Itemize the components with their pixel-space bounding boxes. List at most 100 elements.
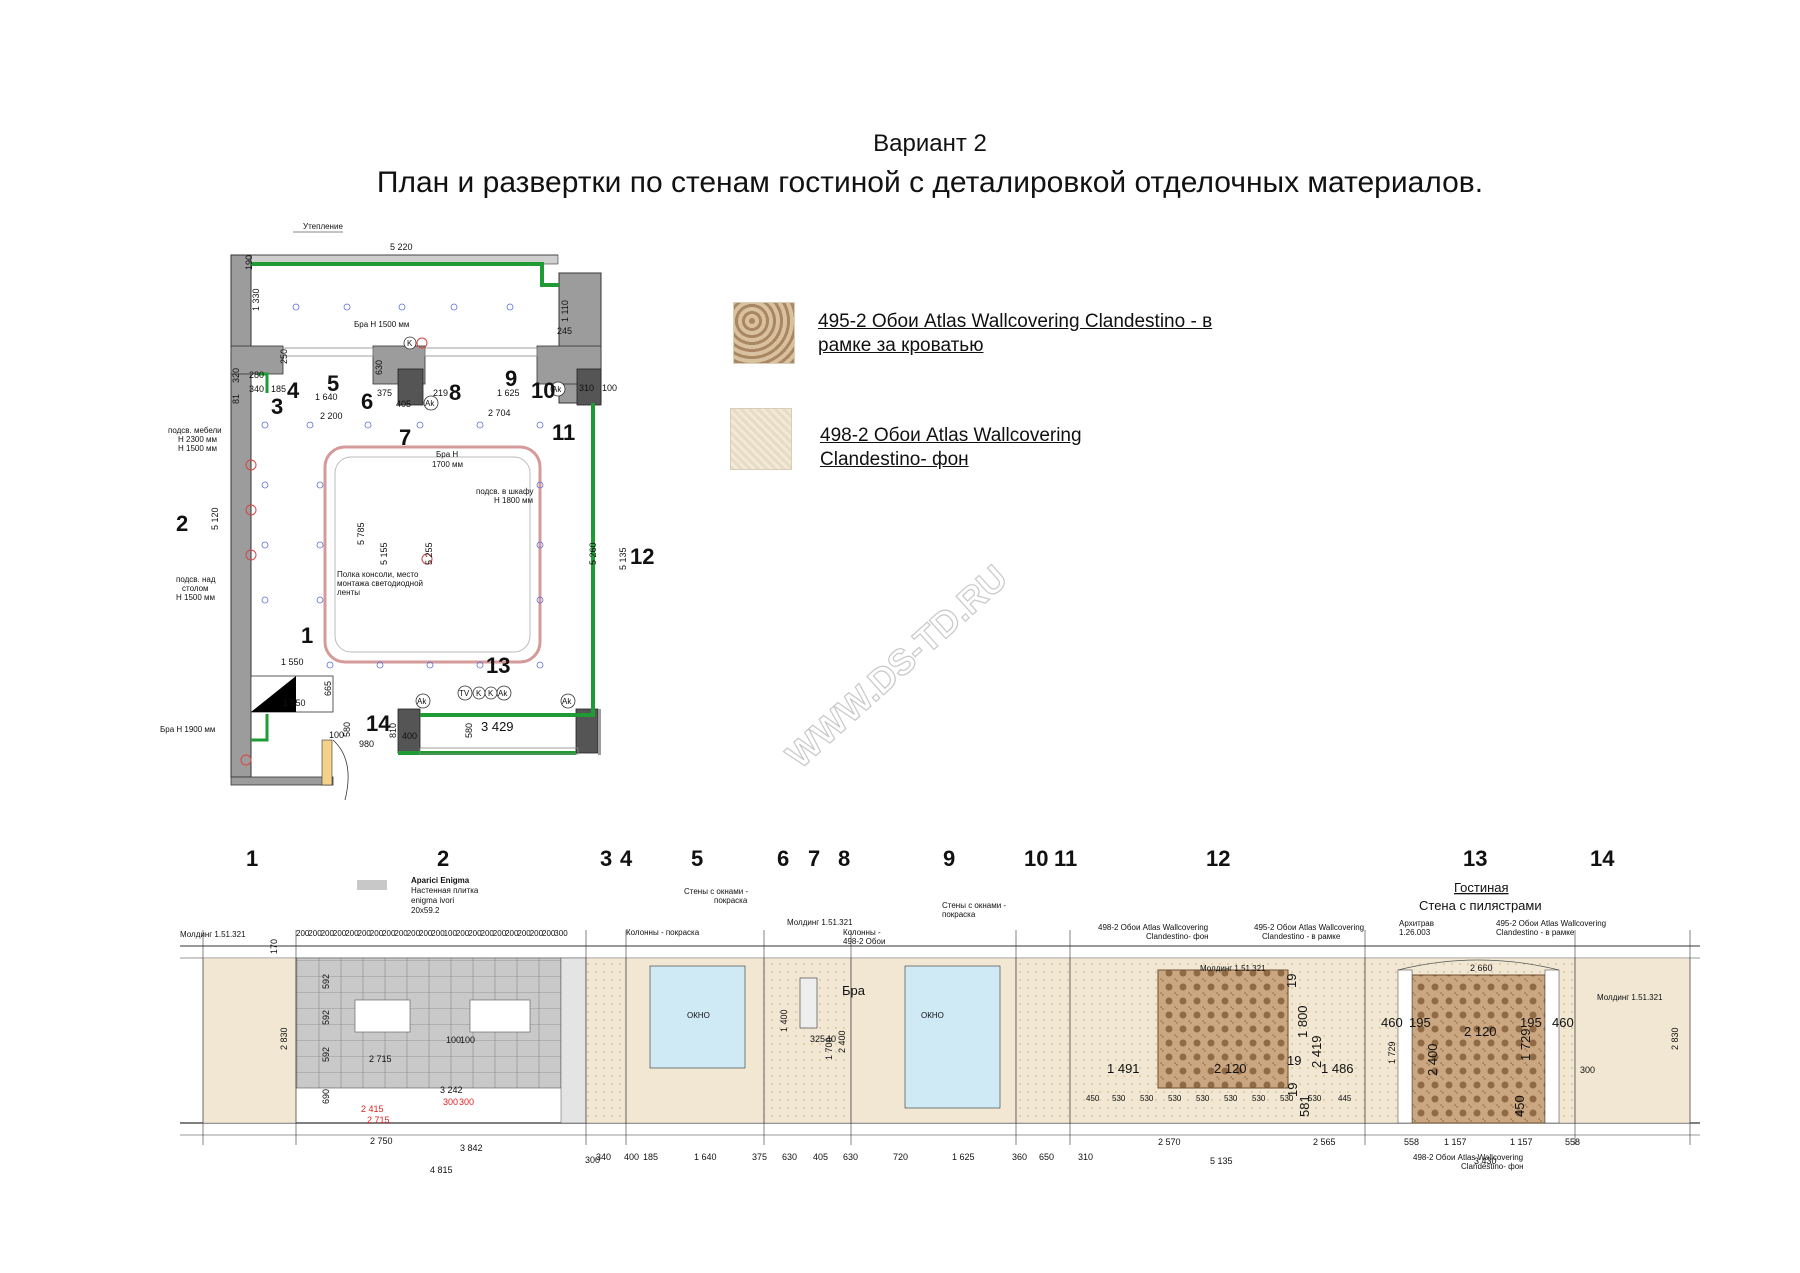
elev-w13-2400: 2 400 (1425, 1043, 1440, 1076)
elev-dim-592a: 592 (321, 974, 331, 989)
elev-dim-100a: 100 (446, 1035, 461, 1045)
svg-text:Ak: Ak (417, 697, 427, 706)
elev-tile-dim: 200 (308, 929, 322, 938)
plan-dim-185: 185 (271, 384, 286, 394)
plan-dim-100b: 100 (329, 730, 344, 740)
plan-dim-580b: 580 (464, 723, 474, 738)
plan-window-1 (282, 347, 374, 357)
legend-text-background: 498-2 Обои Atlas Wallcovering Clandestin… (820, 425, 1082, 470)
plan-dim-5155: 5 155 (379, 542, 389, 565)
elev-num-12: 12 (1206, 846, 1230, 871)
plan-dim-980: 980 (359, 739, 374, 749)
elev-bottom-dim-b400: 400 (624, 1152, 639, 1162)
elev-w13-2120: 2 120 (1464, 1024, 1497, 1039)
elev-w12-panel-dim: 530 (1168, 1094, 1182, 1103)
elev-dim-100b: 100 (460, 1035, 475, 1045)
plan-green-top (251, 262, 559, 287)
elev-tile-dim: 200 (542, 929, 556, 938)
elev-tile-swatch (357, 880, 387, 890)
elev-dim-2830-right: 2 830 (1670, 1027, 1680, 1050)
plan-wall-num-1: 1 (301, 623, 313, 648)
elev-tile-dim: 200 (370, 929, 384, 938)
elev-tile-dim: 200 (517, 929, 531, 938)
elev-dim-592b: 592 (321, 1010, 331, 1025)
plan-green-right (420, 403, 595, 717)
plan-dim-1330: 1 330 (251, 288, 261, 311)
elev-bottom-dim-b1625: 1 625 (952, 1152, 975, 1162)
plan-dim-2704: 2 704 (488, 408, 511, 418)
plan-label-podsv-shkaf-b: Н 1800 мм (494, 496, 533, 505)
plan-wall-num-6: 6 (361, 389, 373, 414)
elev-window-1-label: ОКНО (687, 1011, 710, 1020)
elev-note-aparici-a: Aparici Enigma (411, 876, 470, 885)
elev-w8-2400: 2 400 (837, 1030, 847, 1053)
elev-num-3: 3 (600, 846, 612, 871)
elev-bottom-dim-b375: 375 (752, 1152, 767, 1162)
elev-note-molding-mid: Молдинг 1.51.321 (787, 918, 853, 927)
svg-text:Ak: Ak (562, 697, 572, 706)
elev-w12-panel-dim: 530 (1308, 1094, 1322, 1103)
plan-window-2 (424, 347, 538, 357)
elev-w12-panel-dim: 530 (1196, 1094, 1210, 1103)
elev-note-walls-windows-b: покраска (714, 896, 748, 905)
elev-w12-19a: 19 (1284, 974, 1299, 988)
plan-label-bra-1700b: 1700 мм (432, 460, 463, 469)
plan-wall-num-7: 7 (399, 425, 411, 450)
plan-ceiling-frame-inner (334, 456, 531, 653)
elev-dim-170: 170 (269, 939, 279, 954)
elev-dim-592c: 592 (321, 1047, 331, 1062)
svg-text:K: K (476, 689, 482, 698)
elev-tile-dim: 200 (382, 929, 396, 938)
variant-label: Вариант 2 (873, 130, 987, 157)
elev-window-2-label: ОКНО (921, 1011, 944, 1020)
elev-bottom-dim-b5135: 5 135 (1210, 1156, 1233, 1166)
plan-dim-5255: 5 255 (424, 542, 434, 565)
plan-label-podsv-stol-a: подсв. над (176, 575, 216, 584)
elev-pilaster-right (1544, 969, 1560, 1124)
elev-note-walls-windows-a: Стены с окнами - (684, 887, 748, 896)
legend-text-frame: 495-2 Обои Atlas Wallcovering Clandestin… (818, 311, 1213, 356)
plan-dim-1550a: 1 550 (281, 657, 304, 667)
plan-dim-2200: 2 200 (320, 411, 343, 421)
elev-architrave (1397, 959, 1560, 971)
elev-tile-dim: 200 (431, 929, 445, 938)
elev-num-11: 11 (1054, 846, 1077, 871)
elev-w12-1800: 1 800 (1295, 1005, 1310, 1038)
watermark: WWW.DS-TD.RU (778, 557, 1015, 776)
plan-column-dark-1 (397, 368, 424, 406)
plan-label-podsv-mebeli-b: Н 2300 мм (178, 435, 217, 444)
svg-text:K: K (407, 339, 413, 348)
elev-note-columns-498-a: Колонны - (843, 928, 881, 937)
plan-wall-num-4: 4 (287, 378, 300, 403)
elev-note-pilasters: Стена с пилястрами (1419, 898, 1542, 913)
plan-column-dark-2 (576, 368, 602, 406)
plan-stair-wedge (251, 676, 296, 712)
elev-bottom-dim-b630: 630 (782, 1152, 797, 1162)
elev-num-1: 1 (246, 846, 258, 871)
elev-dim-2750: 2 750 (370, 1136, 393, 1146)
elev-num-10: 10 (1024, 846, 1048, 871)
elev-note-w13-bg-b: Clandestino- фон (1461, 1162, 1524, 1171)
elev-tile-dim: 200 (481, 929, 495, 938)
elev-bottom-dim-b558: 558 (1404, 1137, 1419, 1147)
plan-wall-num-11: 11 (552, 420, 575, 445)
elev-bottom-dim-b360: 360 (1012, 1152, 1027, 1162)
plan-label-podsv-mebeli-c: Н 1500 мм (178, 444, 217, 453)
elev-w12-panel-dim: 530 (1112, 1094, 1126, 1103)
plan-wall-num-2: 2 (176, 511, 188, 536)
elev-dim-2830: 2 830 (279, 1027, 289, 1050)
svg-text:Ak: Ak (552, 385, 562, 394)
page-title: План и развертки по стенам гостиной с де… (376, 166, 1484, 199)
elev-w12-panel-dim: 445 (1338, 1094, 1352, 1103)
elev-wall-13-frame (1411, 974, 1546, 1124)
plan-dim-375: 375 (377, 388, 392, 398)
plan-dim-245: 245 (557, 326, 572, 336)
plan-dim-580: 580 (342, 722, 352, 737)
plan-wall-num-10: 10 (531, 378, 555, 403)
plan-dim-280: 280 (249, 370, 264, 380)
elev-w13-2660: 2 660 (1470, 963, 1493, 973)
svg-text:Ak: Ak (425, 399, 435, 408)
elev-w13-450: 450 (1512, 1095, 1527, 1117)
elev-w12-19b: 19 (1287, 1053, 1301, 1068)
